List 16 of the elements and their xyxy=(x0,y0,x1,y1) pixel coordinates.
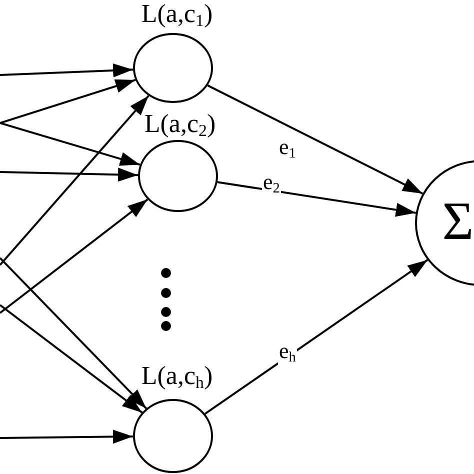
arrow xyxy=(217,181,416,217)
node-label: L(a,c$_{1}$) xyxy=(141,0,213,33)
sum-symbol: Σ xyxy=(442,194,474,248)
arrow xyxy=(0,95,150,266)
arrow xyxy=(0,79,136,124)
arrow xyxy=(0,122,140,166)
arrow xyxy=(0,168,138,182)
node-label: L(a,c$_{h}$) xyxy=(141,362,213,395)
arrow xyxy=(207,84,424,195)
node-label: L(a,c$_{2}$) xyxy=(144,110,216,143)
arrow xyxy=(0,304,143,414)
arrow xyxy=(0,430,134,444)
arrow xyxy=(0,257,147,410)
arrow xyxy=(0,63,134,78)
arrow xyxy=(0,198,148,314)
arrow xyxy=(204,259,428,415)
